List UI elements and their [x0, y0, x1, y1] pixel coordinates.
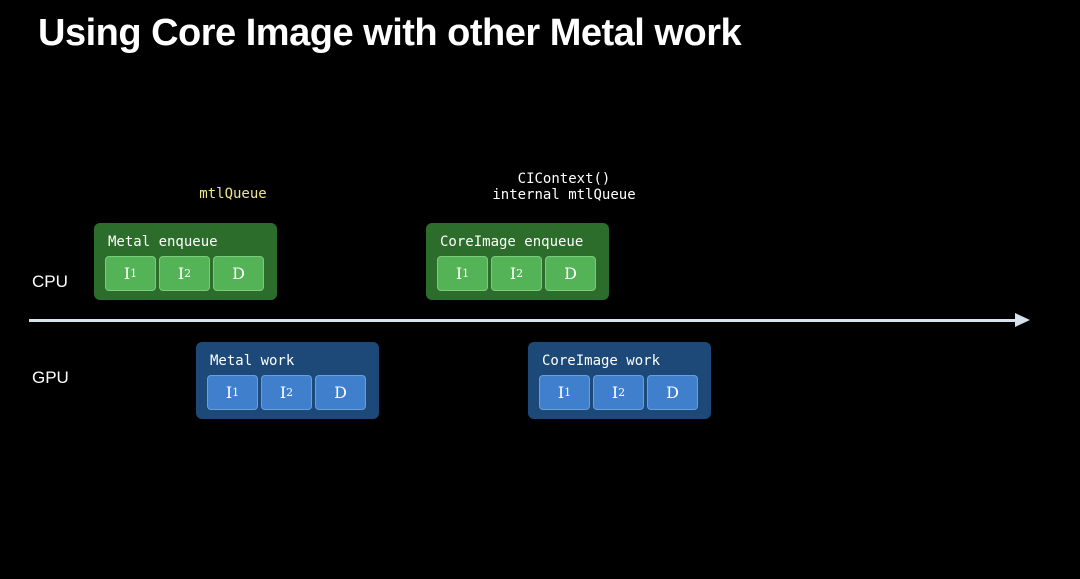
chip-main: I [225, 383, 233, 402]
chip-main: I [123, 264, 131, 283]
cicontext-caption-line1: CIContext() [517, 171, 611, 187]
chip-d: D [213, 256, 264, 291]
mtlqueue-caption: mtlQueue [199, 186, 267, 202]
metal-enqueue-label: Metal enqueue [108, 234, 218, 250]
chip-subscript: 1 [232, 386, 240, 399]
chip-subscript: 1 [462, 267, 470, 280]
chip-d: D [545, 256, 596, 291]
chip-subscript: 1 [130, 267, 138, 280]
chip-main: I [611, 383, 619, 402]
cicontext-caption: CIContext() internal mtlQueue [470, 171, 658, 203]
chip-main: I [177, 264, 185, 283]
gpu-row-label: GPU [32, 368, 69, 387]
chip-subscript: 2 [286, 386, 294, 399]
cicontext-caption-line2: internal mtlQueue [492, 187, 636, 203]
coreimage-enqueue-label: CoreImage enqueue [440, 234, 584, 250]
chip-subscript: 2 [184, 267, 192, 280]
coreimage-work-label: CoreImage work [542, 353, 661, 369]
timeline-arrowhead [1015, 313, 1030, 327]
chip-subscript: 1 [564, 386, 572, 399]
timeline-axis [29, 319, 1019, 322]
chip-main: D [334, 383, 347, 402]
chip-main: D [666, 383, 679, 402]
chip-main: I [557, 383, 565, 402]
chip-subscript: 2 [618, 386, 626, 399]
chip-subscript: 2 [516, 267, 524, 280]
chip-main: I [279, 383, 287, 402]
chip-d: D [315, 375, 366, 410]
chip-main: D [564, 264, 577, 283]
chip-main: I [455, 264, 463, 283]
chip-main: I [509, 264, 517, 283]
metal-work-label: Metal work [210, 353, 295, 369]
chip-main: D [232, 264, 245, 283]
chip-d: D [647, 375, 698, 410]
cpu-row-label: CPU [32, 272, 68, 291]
slide-title: Using Core Image with other Metal work [38, 12, 742, 54]
